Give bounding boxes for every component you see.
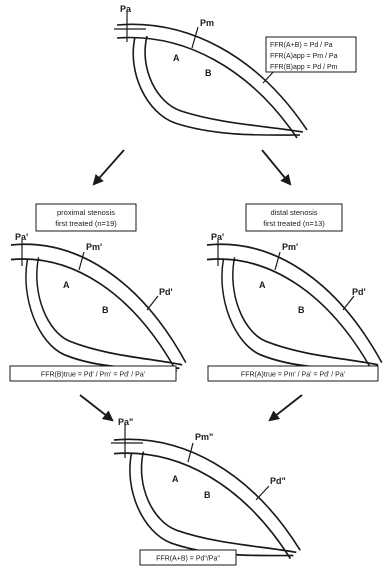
middle-left-coronary-vessel [11,244,186,371]
arrow-from-distal-branch [270,395,302,420]
middle-left-pa-label: Pa' [15,232,28,242]
bottom-pd-label: Pd" [270,476,286,486]
bottom-pa-label: Pa" [118,417,133,427]
distal-title-line-2: first treated (n=13) [263,219,325,228]
bottom-formula: FFR(A+B) = Pd"/Pa" [156,556,220,563]
middle-right-pd-marker [343,296,354,310]
middle-left-pm-label: Pm' [86,242,102,252]
middle-left-formula-box: FFR(B)true = Pd' / Pm' = Pd' / Pa' [10,366,176,381]
middle-right-pm-label: Pm' [282,242,298,252]
middle-left-formula: FFR(B)true = Pd' / Pm' = Pd' / Pa' [41,372,145,379]
middle-right-pm-marker [275,252,280,270]
middle-right-pa-label: Pa' [211,232,224,242]
top-formula-line-3: FFR(B)app = Pd / Pm [270,64,338,71]
bottom-formula-box: FFR(A+B) = Pd"/Pa" [140,550,236,565]
middle-left-vessel-group: Pa' Pm' Pd' A B [11,232,186,372]
distal-branch-title-box: distal stenosis first treated (n=13) [246,204,342,231]
distal-title-line-1: distal stenosis [270,208,317,217]
bottom-pm-label: Pm" [195,432,213,442]
middle-left-pd-label: Pd' [159,287,173,297]
top-formula-line-1: FFR(A+B) = Pd / Pa [270,42,333,49]
bottom-vessel-group: Pa" Pm" Pd" A B [111,417,300,559]
middle-right-stenosis-b-label: B [298,305,305,315]
middle-left-stenosis-a-label: A [63,280,70,290]
middle-right-stenosis-a-label: A [259,280,266,290]
arrow-to-proximal-branch [94,150,124,184]
middle-left-pd-marker [147,296,158,310]
middle-left-stenosis-b-label: B [102,305,109,315]
middle-right-coronary-vessel [207,244,382,371]
top-formula-box: FFR(A+B) = Pd / Pa FFR(A)app = Pm / Pa F… [266,37,356,72]
top-pm-label: Pm [200,18,214,28]
bottom-stenosis-b-label: B [204,490,211,500]
middle-right-pd-label: Pd' [352,287,366,297]
middle-right-formula: FFR(A)true = Pm' / Pa' = Pd' / Pa' [241,372,345,379]
arrow-to-distal-branch [262,150,290,184]
top-stenosis-a-label: A [173,53,180,63]
proximal-title-line-2: first treated (n=19) [55,219,117,228]
bottom-stenosis-a-label: A [172,474,179,484]
middle-right-formula-box: FFR(A)true = Pm' / Pa' = Pd' / Pa' [208,366,378,381]
proximal-title-line-1: proximal stenosis [57,208,115,217]
middle-left-pm-marker [79,252,84,270]
top-formula-line-2: FFR(A)app = Pm / Pa [270,53,338,60]
top-pa-label: Pa [120,4,132,14]
arrow-from-proximal-branch [80,395,112,420]
bottom-pd-marker [256,486,269,500]
middle-right-vessel-group: Pa' Pm' Pd' A B [207,232,382,372]
top-stenosis-b-label: B [205,68,212,78]
proximal-branch-title-box: proximal stenosis first treated (n=19) [36,204,136,231]
